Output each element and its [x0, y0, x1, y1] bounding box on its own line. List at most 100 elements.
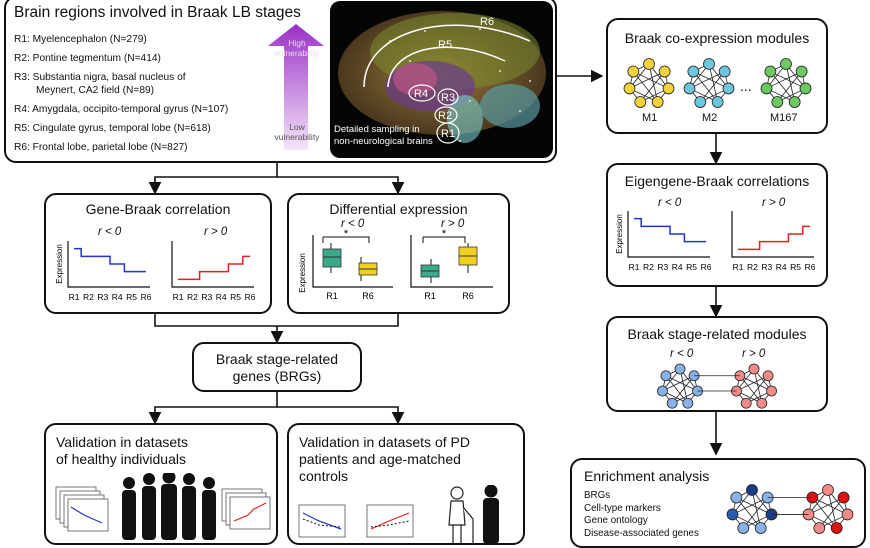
- gene-braak-neg-label: r < 0: [98, 226, 122, 238]
- join-correlation-branches: [154, 314, 399, 327]
- node: [795, 65, 808, 78]
- node: [764, 65, 777, 78]
- edge: [689, 71, 725, 89]
- network-m167: [760, 58, 812, 108]
- tick-pos-r6: R6: [245, 292, 256, 302]
- edge: [753, 368, 763, 404]
- edge: [629, 71, 665, 89]
- region-list: R1: Myelencephalon (N=279) R2: Pontine t…: [14, 33, 228, 154]
- diff-expr-title: Differential expression: [329, 201, 468, 217]
- diff-expr-pos-label: r > 0: [441, 218, 465, 230]
- edge: [732, 497, 768, 515]
- node: [726, 508, 739, 521]
- region-r5: R5: Cingulate gyrus, temporal lobe (N=61…: [14, 123, 211, 134]
- region-r6: R6: Frontal lobe, parietal lobe (N=827): [14, 142, 188, 153]
- ylabel-expression: Expression: [615, 214, 624, 254]
- edge: [708, 63, 719, 103]
- series-line-neg: [634, 217, 706, 243]
- edge: [812, 497, 837, 529]
- node: [683, 82, 696, 95]
- node: [799, 82, 812, 95]
- tick-pos-r4: R4: [216, 292, 227, 302]
- diff-tick-r6-left: R6: [362, 291, 374, 301]
- arrow-to-diff-expr: [277, 176, 405, 195]
- validation-pd-line-2: patients and age-matched: [299, 451, 461, 467]
- series-line-neg: [74, 247, 146, 273]
- tick-pos-r1: R1: [173, 292, 184, 302]
- network-negative-module: [657, 363, 703, 409]
- node: [674, 363, 686, 375]
- brain-label-r2: R2: [438, 110, 452, 122]
- enrichment-list: BRGs Cell-type markers Gene ontology Dis…: [584, 490, 699, 540]
- edge: [665, 375, 698, 392]
- network-enriched-negative: [726, 484, 778, 534]
- enrichment-network: [726, 484, 854, 534]
- tick-neg-r3: R3: [97, 292, 108, 302]
- node: [754, 522, 767, 534]
- node: [651, 96, 664, 108]
- eigengene-panel: Eigengene-Braak correlations r < 0 r > 0…: [606, 163, 828, 287]
- node: [643, 58, 655, 70]
- arrow-to-gene-braak: [148, 163, 278, 195]
- node: [711, 96, 724, 108]
- gene-braak-title: Gene-Braak correlation: [85, 201, 231, 217]
- tick-neg-r6: R6: [141, 292, 152, 302]
- edge: [693, 71, 718, 103]
- brain-panel-title: Brain regions involved in Braak LB stage…: [14, 4, 301, 21]
- tick-pos-r2: R2: [747, 262, 758, 272]
- region-r3-cont: Meynert, CA2 field (N=89): [36, 85, 155, 96]
- axes-neg: [627, 211, 710, 258]
- tick-neg-r5: R5: [686, 262, 697, 272]
- edge: [766, 71, 802, 89]
- tick-pos-r6: R6: [805, 262, 816, 272]
- node: [687, 65, 700, 78]
- arrow-to-validation-pd: [277, 406, 405, 425]
- axes-pos: [731, 211, 814, 258]
- tick-neg-r5: R5: [126, 292, 137, 302]
- edge: [808, 497, 844, 515]
- tick-pos-r2: R2: [187, 292, 198, 302]
- edge: [736, 375, 769, 392]
- tick-pos-r1: R1: [733, 262, 744, 272]
- edge: [751, 489, 762, 529]
- validation-pd-line-1: Validation in datasets of PD: [299, 434, 470, 450]
- validation-pd-illustration: [298, 485, 499, 544]
- modules-title: Braak stage-related modules: [627, 326, 807, 342]
- box-r1-neg: [322, 248, 342, 268]
- edge: [770, 71, 795, 103]
- node: [634, 96, 647, 108]
- validation-pd-line-3: controls: [299, 468, 349, 484]
- edge: [700, 71, 725, 103]
- vulnerability-arrow: [268, 24, 324, 150]
- tick-pos-r3: R3: [761, 262, 772, 272]
- enrichment-item-brgs: BRGs: [584, 490, 611, 501]
- modules-panel: Braak stage-related modules r < 0 r > 0: [606, 316, 828, 412]
- edge: [736, 497, 772, 515]
- node: [760, 82, 773, 95]
- diff-tick-r6-right: R6: [462, 291, 474, 301]
- diff-tick-r1-left: R1: [326, 291, 338, 301]
- tick-neg-r4: R4: [112, 292, 123, 302]
- edge: [739, 375, 772, 392]
- node: [682, 397, 694, 409]
- region-r1: R1: Myelencephalon (N=279): [14, 34, 147, 45]
- diff-expr-panel: Differential expression r < 0 r > 0 Expr…: [287, 193, 510, 314]
- edge: [777, 71, 802, 103]
- module-m2-label: M2: [702, 112, 718, 124]
- node: [694, 96, 707, 108]
- brain-label-r6: R6: [480, 16, 494, 28]
- edge: [679, 368, 689, 404]
- validation-pd-panel: Validation in datasets of PD patients an…: [287, 423, 525, 545]
- network-positive-module: [731, 363, 777, 409]
- brain-label-r3: R3: [441, 92, 455, 104]
- tick-neg-r1: R1: [629, 262, 640, 272]
- edge: [633, 71, 658, 103]
- brgs-line-2: genes (BRGs): [232, 368, 322, 384]
- edge: [665, 375, 689, 404]
- edge: [693, 71, 729, 89]
- tick-pos-r5: R5: [790, 262, 801, 272]
- brain-label-r1: R1: [441, 128, 455, 140]
